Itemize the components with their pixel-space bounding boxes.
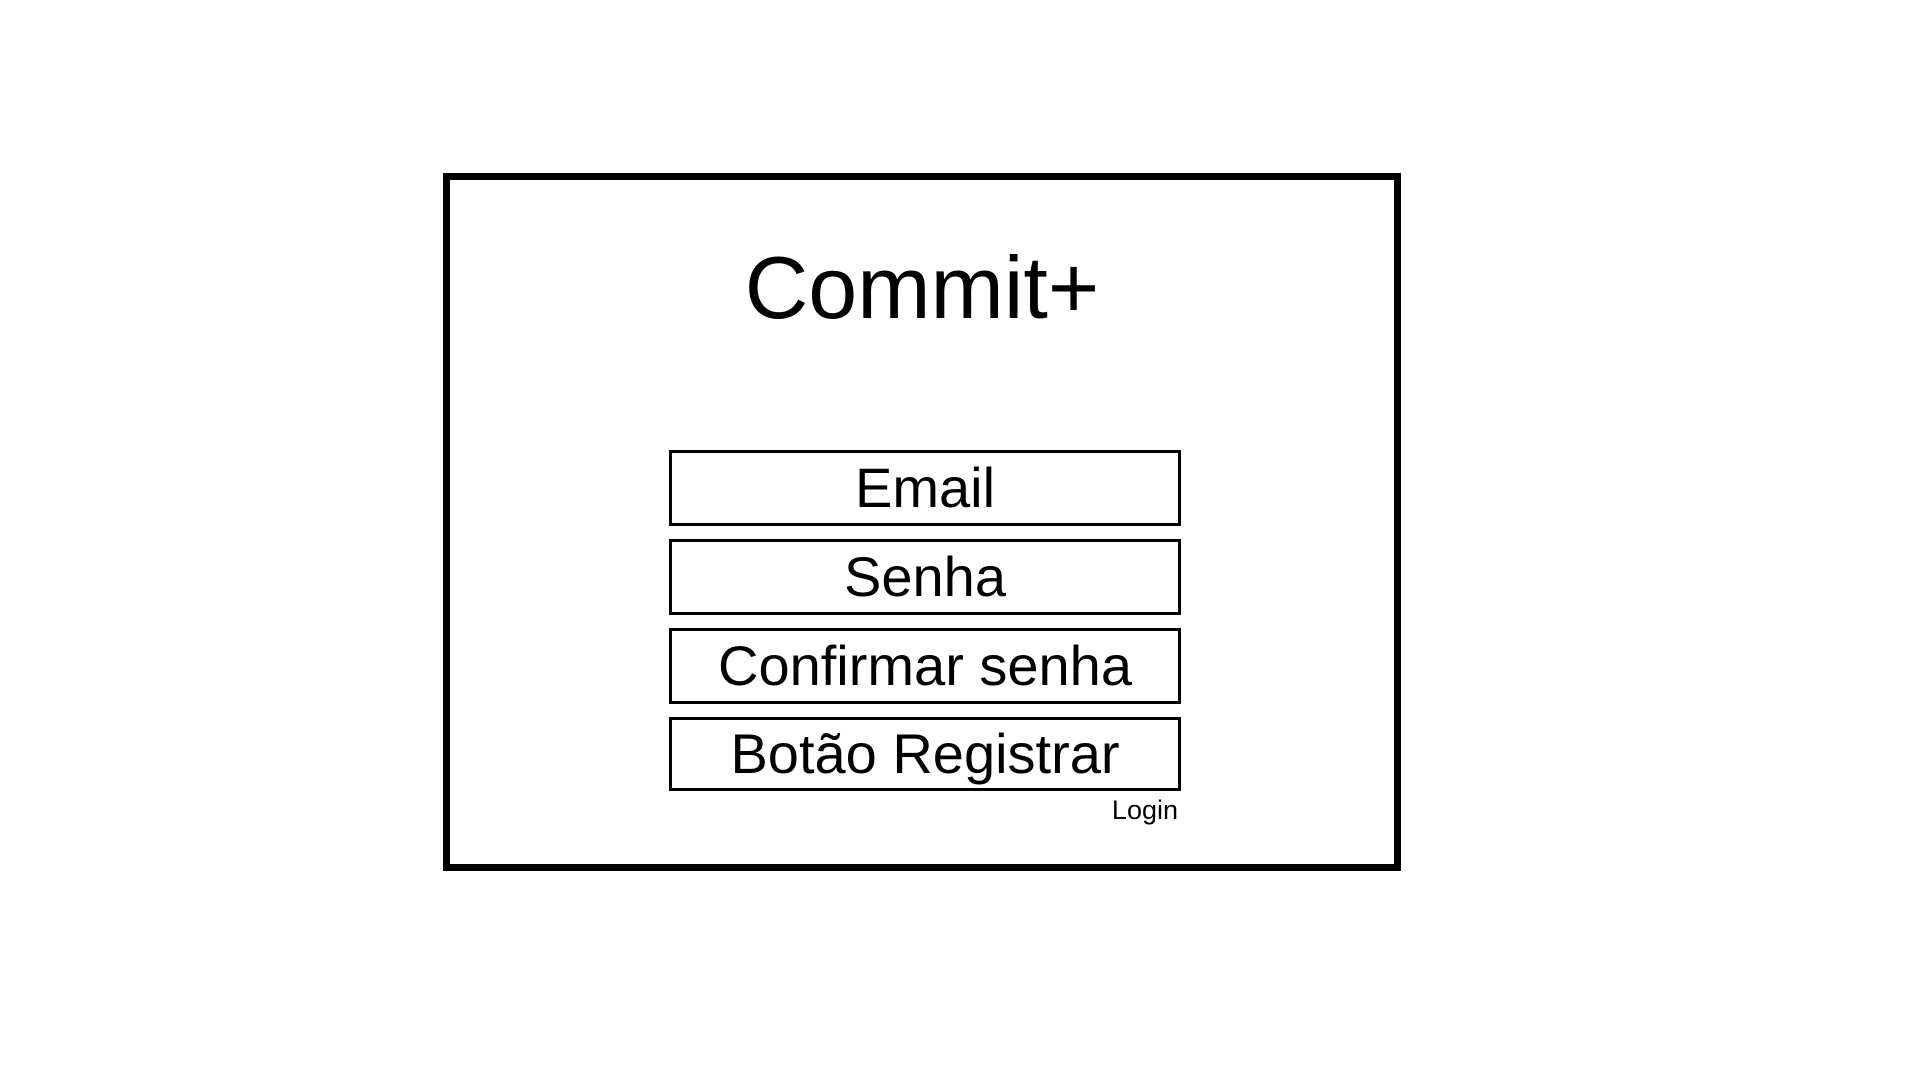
password-field-label: Senha <box>844 545 1006 608</box>
app-title: Commit+ <box>744 238 1100 337</box>
confirm-password-field[interactable]: Confirmar senha <box>669 628 1181 704</box>
register-card: Commit+ Email Senha Confirmar senha Botã… <box>443 173 1401 871</box>
email-field[interactable]: Email <box>669 450 1181 526</box>
register-button[interactable]: Botão Registrar <box>669 717 1181 791</box>
confirm-password-field-label: Confirmar senha <box>718 634 1132 697</box>
password-field[interactable]: Senha <box>669 539 1181 615</box>
email-field-label: Email <box>854 456 996 519</box>
login-link[interactable]: Login <box>1111 795 1178 825</box>
